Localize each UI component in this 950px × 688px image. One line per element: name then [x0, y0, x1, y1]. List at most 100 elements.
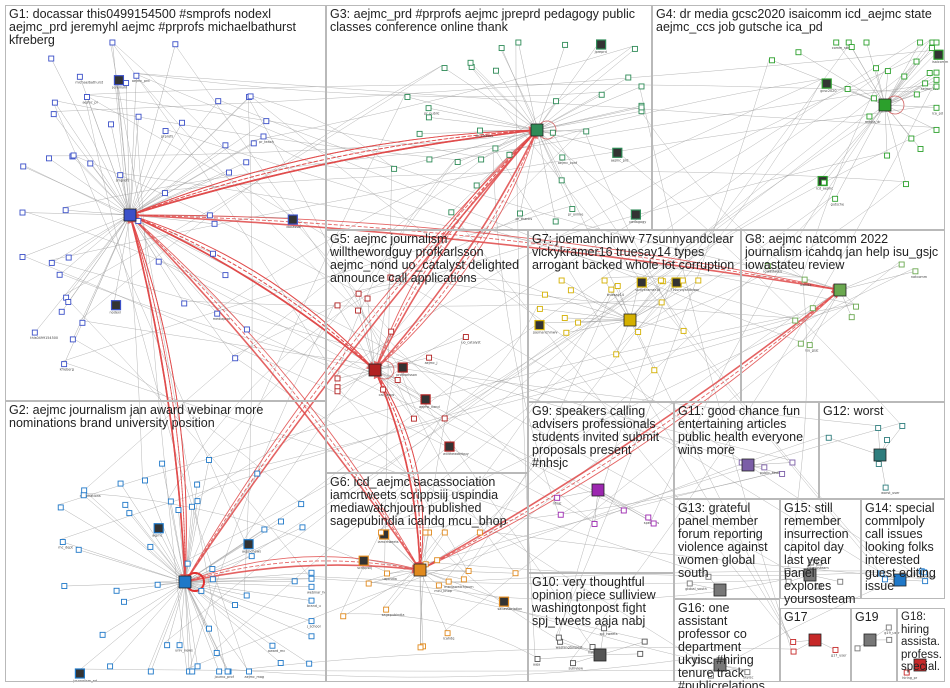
group-label-g15: G15: still remember insurrection capitol… [784, 502, 856, 606]
node-g3 [478, 156, 485, 163]
node-g2 [308, 575, 315, 582]
group-panel-g17: G17 [780, 608, 851, 682]
cross-group-edge [570, 83, 935, 661]
node-g10 [534, 656, 541, 662]
hub-node-g16 [713, 658, 727, 672]
cross-group-edge [340, 415, 443, 614]
cross-group-edge [334, 384, 467, 569]
node-label-g4: gutsche [831, 202, 845, 206]
cross-group-edge [340, 613, 536, 657]
node-g12 [875, 461, 882, 467]
edge-g2 [184, 572, 312, 583]
node-g14 [881, 576, 888, 583]
edge-g2 [184, 581, 220, 672]
node-g15 [816, 559, 823, 566]
node-g1 [65, 299, 72, 305]
node-label-g5: aejmc_nond [419, 405, 440, 409]
cross-group-edge [75, 668, 745, 672]
hub-node-g17 [808, 633, 822, 647]
node-label-g4: gcsc2020 [820, 89, 836, 93]
node-g15 [837, 578, 844, 585]
node-g8 [764, 263, 771, 270]
cross-group-edge [49, 260, 740, 461]
edge-g1 [113, 214, 131, 304]
cross-group-edge [426, 529, 558, 640]
edge-g4 [884, 72, 930, 106]
group-label-g9: G9: speakers calling advisers profession… [532, 405, 660, 470]
node-g2 [159, 460, 166, 467]
cross-group-edge [356, 277, 543, 293]
node-label-g3: pr_online [568, 213, 584, 217]
inter-group-arrow-g3-g1 [129, 129, 538, 217]
node-g7 [658, 299, 665, 306]
node-label-g1: aejmc_prd [132, 79, 150, 83]
cross-group-edge [58, 303, 854, 506]
node-g2 [298, 501, 305, 508]
edge-g4 [834, 104, 886, 199]
node-g2 [194, 663, 201, 670]
node-g1 [62, 207, 69, 214]
node-g1 [61, 361, 68, 368]
group-label-g2: G2: aejmc journalism jan award webinar m… [9, 404, 264, 430]
cross-group-edge [206, 159, 456, 458]
cross-group-edge [638, 108, 803, 278]
group-panel-g3: G3: aejmc_prd #prprofs aejmc jpreprd ped… [326, 5, 652, 230]
edge-g6 [419, 569, 469, 572]
edge-g2 [144, 480, 186, 583]
node-g1 [117, 172, 124, 179]
edge-g2 [184, 581, 190, 672]
node-g3 [391, 165, 398, 172]
node-g11 [779, 470, 786, 477]
node-g7 [614, 283, 621, 289]
edge-g3 [536, 48, 636, 131]
node-label-g2: j_school [306, 625, 321, 629]
node-g12 [825, 434, 832, 441]
cross-group-edge [247, 93, 923, 579]
edge-g3 [495, 70, 538, 131]
node-label-g3: pr_public [424, 112, 440, 116]
inter-group-arrow-g1-g8 [129, 214, 842, 294]
cross-group-edge [63, 295, 310, 577]
node-g2 [308, 583, 315, 590]
node-g3 [631, 45, 638, 52]
node-g2 [167, 498, 174, 505]
cross-group-edge [436, 582, 745, 670]
node-label-g1: mediaprof [213, 317, 231, 321]
node-label-g7: 77sunnyandclear [670, 288, 700, 292]
node-g4 [933, 76, 940, 83]
node-g9 [591, 520, 598, 527]
node-g4 [908, 135, 915, 142]
node-label-g1: jeremyhl [111, 86, 127, 90]
edge-g2 [102, 581, 186, 636]
edge-g3 [501, 47, 538, 131]
node-g1 [48, 55, 55, 62]
node-g3 [549, 129, 556, 136]
node-g17 [832, 646, 839, 653]
cross-group-edge [181, 299, 660, 307]
node-label-g4: icd_aejmc [816, 187, 833, 191]
cross-group-edge [61, 206, 570, 362]
node-g7 [536, 305, 543, 312]
node-g2 [80, 492, 87, 499]
group-label-g8: G8: aejmc natcomm 2022 journalism icahdq… [745, 233, 939, 272]
node-label-g13: global_south [685, 587, 707, 591]
edge-g3 [481, 129, 538, 160]
node-g2 [176, 642, 183, 649]
node-g2 [154, 581, 161, 588]
node-g3 [454, 159, 461, 165]
node-g9 [645, 514, 652, 521]
node-g4 [913, 91, 920, 98]
node-g5 [364, 295, 371, 302]
cross-group-edge [506, 78, 823, 153]
inter-group-arrow-g2-g6 [184, 560, 421, 583]
group-label-g16: G16: one assistant professor co departme… [678, 602, 765, 688]
group-label-g11: G11: good chance fun entertaining articl… [678, 405, 804, 457]
node-label-g2: journalism_ed [72, 679, 97, 683]
cross-group-edge [550, 130, 895, 582]
node-g2 [142, 477, 148, 484]
group-label-g6: G6: icd_aejmc sacassociation iamcrtweets… [330, 476, 507, 528]
node-g3 [441, 65, 448, 72]
cross-group-edge [69, 153, 357, 292]
node-label-g7: vickykramer16 [635, 288, 660, 292]
cross-group-edge [232, 355, 695, 659]
